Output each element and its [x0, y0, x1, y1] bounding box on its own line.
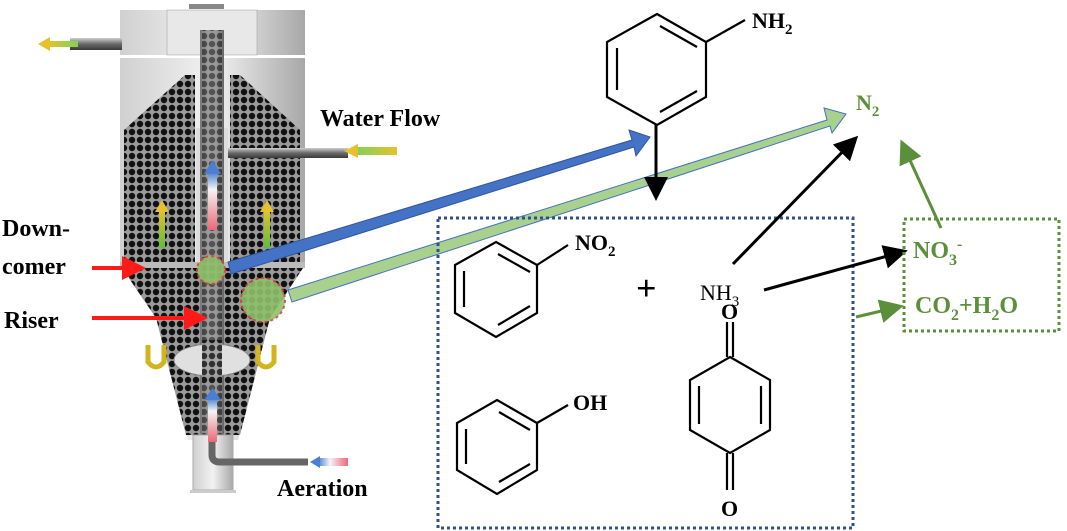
downcomer-flow-arrow-right-icon: [260, 200, 274, 248]
nitro-group-label: NO2: [575, 230, 616, 260]
inlet-flow-arrow-icon: [344, 144, 397, 158]
return-flow-right-icon: [255, 345, 277, 370]
aeration-pipe: [208, 440, 308, 466]
blue-pathway-arrow: [227, 129, 651, 275]
ammonia-to-nitrate-arrow-icon: [763, 245, 908, 292]
downcomer-biofilm-highlight: [240, 277, 286, 323]
phenol-structure: [455, 398, 569, 496]
quinone-top-oxygen: O: [721, 299, 738, 324]
return-flow-left-icon: [145, 345, 167, 370]
riser-label: Riser: [4, 308, 59, 334]
quinone-bottom-oxygen: O: [721, 496, 738, 521]
water-flow-label: Water Flow: [320, 106, 441, 132]
aeration-label: Aeration: [277, 476, 368, 502]
benzoquinone-structure: [688, 322, 772, 490]
nitrate-label: NO3-: [913, 236, 962, 269]
outlet-pipe: [70, 38, 122, 50]
aeration-inlet-arrow-icon: [310, 456, 348, 468]
inlet-pipe: [228, 148, 348, 158]
nitrate-to-n2-arrow-icon: [899, 139, 943, 229]
aniline-nh2-label: NH2: [752, 8, 793, 38]
downcomer-label-line1: Down-: [2, 216, 70, 242]
riser-air-arrow-icon: [204, 160, 221, 230]
packing-left: [124, 75, 195, 262]
riser-biofilm-highlight: [196, 255, 226, 285]
downcomer-label-line2: comer: [2, 254, 66, 280]
phenol-oh-label: OH: [573, 390, 607, 415]
bottom-air-arrow-icon: [208, 398, 217, 442]
co2-h2o-label: CO2+H2O: [915, 293, 1018, 324]
nitrobenzene-structure: [453, 240, 569, 339]
aniline-structure: [605, 12, 746, 127]
intermediates-box: [436, 216, 855, 530]
airlift-reactor: [38, 4, 397, 493]
packing-right: [230, 75, 300, 262]
ammonia-label: NH3: [700, 280, 739, 310]
intermediates-to-mineralization-arrow-icon: [855, 299, 904, 323]
n2-label: N2: [856, 90, 879, 120]
outlet-flow-arrow-icon: [38, 37, 78, 51]
downcomer-flow-arrow-left-icon: [155, 200, 169, 248]
reactor-top-port: [189, 4, 224, 9]
ammonia-to-n2-arrow-icon: [731, 135, 859, 266]
plus-sign: +: [636, 268, 657, 308]
green-pathway-arrow: [287, 107, 847, 303]
final-products-box: [902, 217, 1061, 333]
